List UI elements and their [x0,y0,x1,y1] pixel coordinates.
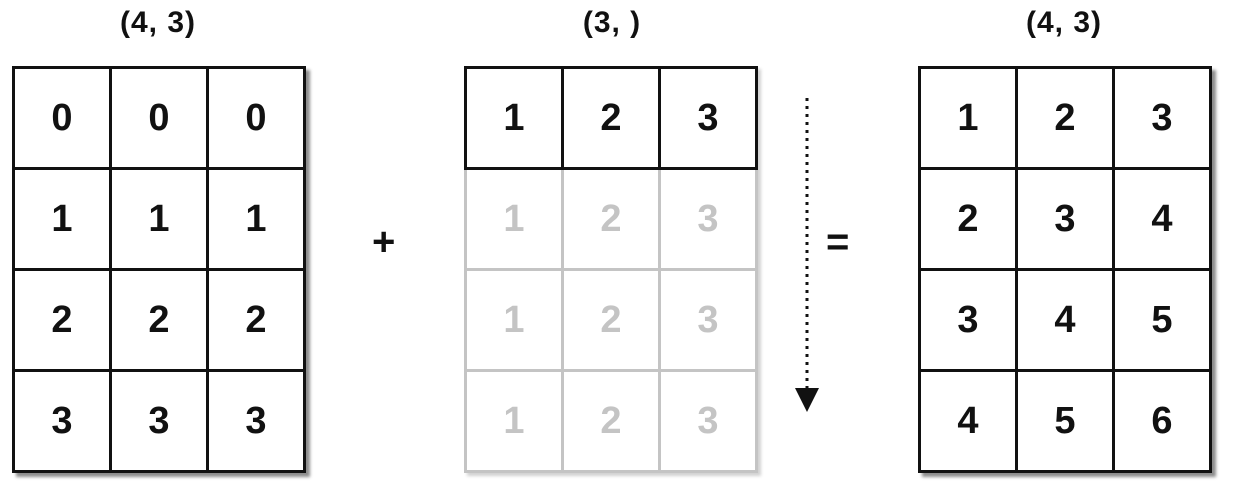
left-array-cell: 1 [12,167,112,271]
middle-array-cell: 1 [464,66,564,170]
middle-array-row-broadcast: 1 2 3 [464,268,758,372]
result-array-cell: 5 [1112,268,1212,372]
left-array-cell: 0 [206,66,306,170]
result-array-row: 1 2 3 [918,66,1212,170]
result-array-cell: 3 [1015,167,1115,271]
left-array-cell: 2 [109,268,209,372]
middle-array-cell: 3 [658,66,758,170]
middle-array-ghost-cell: 3 [658,268,758,372]
left-array-cell: 1 [206,167,306,271]
middle-array-ghost-cell: 1 [464,369,564,473]
result-array-cell: 5 [1015,369,1115,473]
left-array-cell: 3 [206,369,306,473]
dotted-down-arrow-icon [795,98,819,412]
left-array-row: 1 1 1 [12,167,306,271]
left-array-cell: 3 [109,369,209,473]
result-array-cell: 2 [1015,66,1115,170]
left-array-row: 0 0 0 [12,66,306,170]
left-array-cell: 3 [12,369,112,473]
middle-array-ghost-cell: 3 [658,167,758,271]
middle-array-grid: 1 2 3 1 2 3 1 2 3 1 2 3 [464,66,758,473]
middle-array-row-broadcast: 1 2 3 [464,167,758,271]
middle-array-ghost-cell: 1 [464,268,564,372]
result-array-row: 2 3 4 [918,167,1212,271]
result-array-cell: 3 [918,268,1018,372]
equals-operator: = [826,220,850,264]
left-array-cell: 2 [12,268,112,372]
result-array-grid: 1 2 3 2 3 4 3 4 5 4 5 6 [918,66,1212,473]
result-array-cell: 2 [918,167,1018,271]
middle-array-ghost-cell: 2 [561,268,661,372]
middle-array-shape-label: (3, ) [582,6,642,39]
left-array-row: 3 3 3 [12,369,306,473]
left-array-cell: 0 [109,66,209,170]
middle-array-ghost-cell: 1 [464,167,564,271]
left-array-cell: 1 [109,167,209,271]
result-array-row: 3 4 5 [918,268,1212,372]
plus-operator: + [372,220,396,264]
result-array-cell: 1 [918,66,1018,170]
left-array-row: 2 2 2 [12,268,306,372]
left-array-cell: 2 [206,268,306,372]
result-array-cell: 4 [918,369,1018,473]
result-array-cell: 4 [1112,167,1212,271]
left-array-grid: 0 0 0 1 1 1 2 2 2 3 3 3 [12,66,306,473]
result-array-row: 4 5 6 [918,369,1212,473]
middle-array-ghost-cell: 2 [561,369,661,473]
result-array-cell: 3 [1112,66,1212,170]
middle-array-ghost-cell: 3 [658,369,758,473]
result-array-cell: 4 [1015,268,1115,372]
result-array-cell: 6 [1112,369,1212,473]
middle-array-row-original: 1 2 3 [464,66,758,170]
result-array-shape-label: (4, 3) [1025,6,1103,39]
middle-array-ghost-cell: 2 [561,167,661,271]
middle-array-cell: 2 [561,66,661,170]
left-array-shape-label: (4, 3) [119,6,197,39]
left-array-cell: 0 [12,66,112,170]
middle-array-row-broadcast: 1 2 3 [464,369,758,473]
